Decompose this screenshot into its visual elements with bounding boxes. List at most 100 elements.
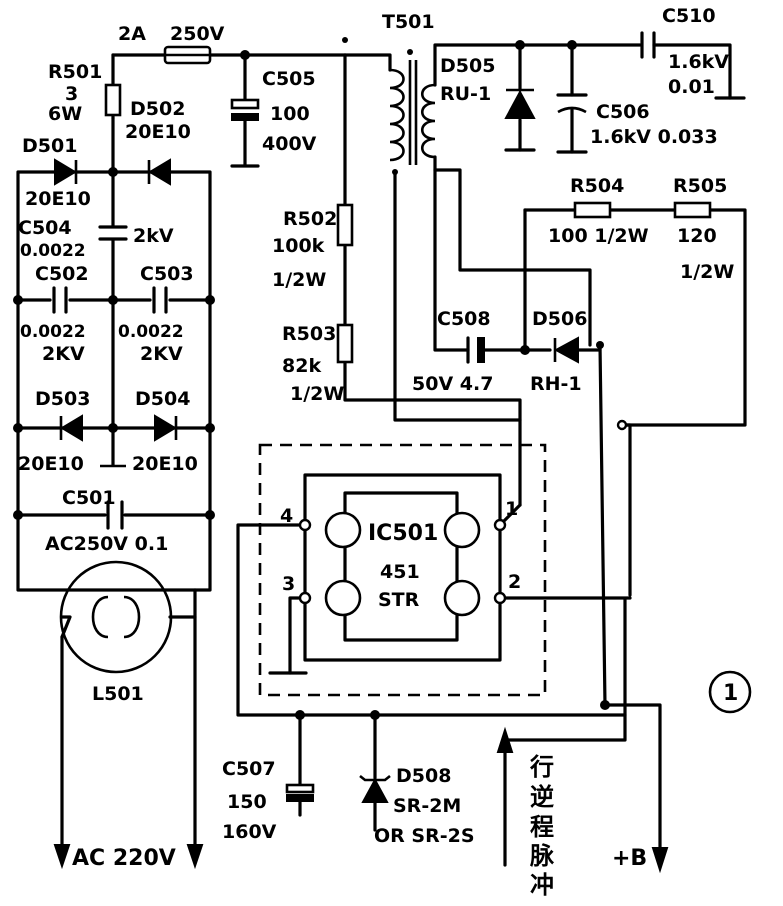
r503-power: 1/2W [290, 383, 344, 405]
capacitor-c501 [106, 500, 124, 530]
line-filter-l501 [53, 560, 204, 870]
diode-d505 [504, 40, 536, 152]
d501-ref: D501 [22, 135, 77, 157]
d508-ref: D508 [396, 765, 451, 787]
d508-alt: OR SR-2S [374, 825, 475, 847]
resistor-r504 [523, 201, 677, 219]
c501-ref: C501 [62, 487, 116, 509]
diode-d502 [147, 158, 171, 186]
c504-ref: C504 [18, 217, 72, 239]
r504-value: 100 1/2W [548, 225, 649, 247]
junction [13, 423, 23, 433]
diode-d501 [54, 158, 78, 186]
pulse-label-char-4: 脉 [529, 842, 555, 870]
c507-ref: C507 [222, 758, 276, 780]
ic-pin-1 [493, 518, 507, 532]
d503-part: 20E10 [18, 453, 84, 475]
capacitor-c504 [98, 225, 128, 241]
zener-d508 [359, 710, 391, 832]
r502-value: 100k [272, 235, 325, 257]
junction [108, 295, 118, 305]
pulse-label-char-2: 逆 [530, 783, 554, 811]
resistor-r501 [104, 53, 122, 120]
c510-voltage: 1.6kV [668, 51, 729, 73]
ic-pin-3 [298, 591, 312, 605]
pulse-label-char-5: 冲 [530, 871, 554, 899]
c507-value: 150 [227, 791, 267, 813]
c506-value: 1.6kV 0.033 [590, 126, 718, 148]
ic-pin-3-label: 3 [282, 573, 295, 595]
diode-d503 [59, 414, 83, 442]
fuse-f501 [111, 45, 347, 65]
junction [108, 167, 118, 177]
c510-value: 0.01 [668, 76, 715, 98]
r503-ref: R503 [282, 323, 336, 345]
c501-value: AC250V 0.1 [45, 533, 168, 555]
d508-part: SR-2M [393, 795, 461, 817]
c503-voltage: 2KV [140, 343, 183, 365]
junction [13, 510, 23, 520]
ic501-part2: STR [378, 589, 420, 611]
d506-ref: D506 [532, 308, 587, 330]
pulse-wire [503, 713, 627, 867]
fuse-voltage-label: 250V [170, 23, 225, 45]
d501-part: 20E10 [25, 188, 91, 210]
r504-ref: R504 [570, 175, 624, 197]
resistor-r503 [336, 323, 354, 364]
c506-ref: C506 [596, 101, 650, 123]
t501-ref: T501 [382, 11, 435, 33]
d504-ref: D504 [135, 388, 190, 410]
c507-voltage: 160V [222, 821, 277, 843]
junction [205, 510, 215, 520]
capacitor-c503 [152, 286, 168, 314]
primary-to-ic-wire [393, 170, 522, 422]
junction [205, 423, 215, 433]
r501-power: 6W [48, 103, 82, 125]
diode-d504 [154, 414, 178, 442]
r503-value: 82k [282, 355, 321, 377]
r505-ref: R505 [673, 175, 727, 197]
figure-number-label: 1 [723, 681, 738, 706]
capacitor-c508 [433, 168, 552, 364]
capacitor-c507 [285, 710, 315, 817]
fuse-current-label: 2A [118, 23, 146, 45]
d505-ref: D505 [440, 55, 495, 77]
diode-d506 [553, 336, 604, 364]
b-plus-wire [598, 343, 662, 867]
r505-power: 1/2W [680, 261, 734, 283]
transformer-t501 [342, 37, 592, 347]
capacitor-c506 [518, 40, 642, 154]
ic-pin-1-label: 1 [505, 498, 518, 520]
input-label: AC 220V [72, 846, 176, 871]
c504-voltage: 2kV [133, 225, 174, 247]
ic501-ref: IC501 [368, 521, 438, 546]
d503-ref: D503 [35, 388, 90, 410]
pulse-arrow [496, 726, 514, 753]
capacitor-c505 [230, 50, 260, 168]
c504-value: 0.0022 [20, 241, 86, 261]
r505-value: 120 [677, 225, 717, 247]
ic-pin-2-label: 2 [508, 571, 521, 593]
pulse-label-char-1: 行 [529, 753, 554, 781]
ic-pin-4-label: 4 [280, 505, 293, 527]
c502-ref: C502 [35, 263, 89, 285]
ic501-part: 451 [380, 561, 420, 583]
c508-ref: C508 [437, 308, 491, 330]
feedback-wire [618, 423, 632, 597]
junction [108, 423, 118, 433]
junction [205, 295, 215, 305]
c505-ref: C505 [262, 68, 316, 90]
ic-pin-2 [493, 591, 507, 605]
l501-ref: L501 [92, 683, 144, 705]
ic501 [236, 443, 632, 717]
labels: 2A 250V R501 3 6W D502 20E10 D501 20E10 … [18, 5, 738, 899]
bridge-rectifier [13, 116, 215, 592]
resistor-r505 [523, 201, 747, 427]
c503-ref: C503 [140, 263, 194, 285]
d506-part: RH-1 [530, 373, 582, 395]
b-plus-label: +B [612, 846, 647, 871]
input-arrow [186, 844, 204, 870]
d502-part: 20E10 [125, 121, 191, 143]
capacitor-c502 [52, 286, 68, 314]
pulse-label-char-3: 程 [530, 813, 554, 841]
